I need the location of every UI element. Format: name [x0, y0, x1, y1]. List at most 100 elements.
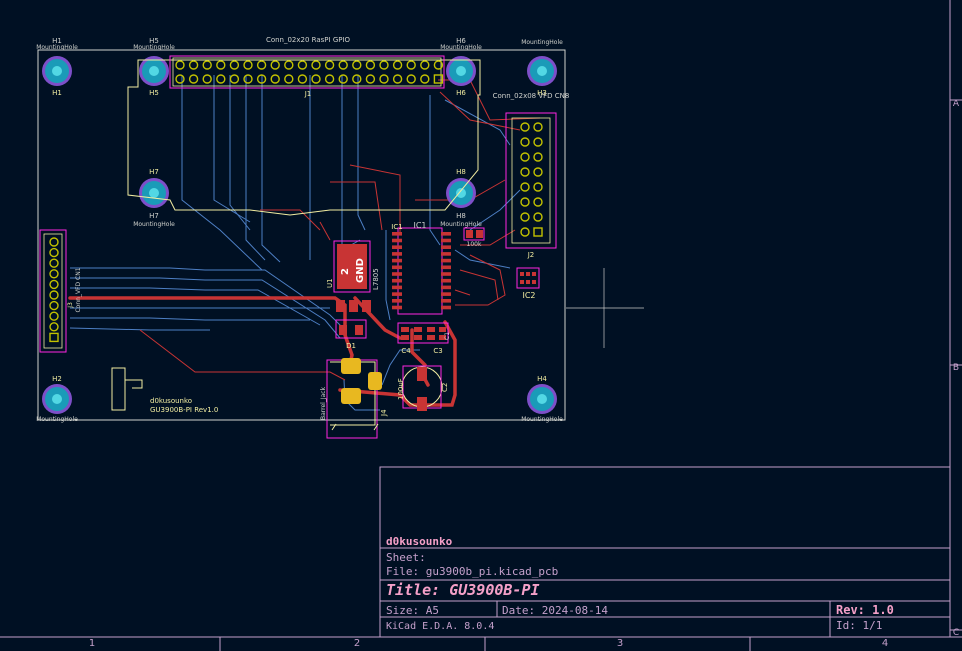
pad: [520, 227, 530, 237]
ic1-pad: [392, 252, 402, 256]
pad: [49, 258, 59, 268]
capacitor-c2-ref: C2: [441, 383, 449, 392]
pad: [175, 74, 185, 84]
pad: [202, 60, 212, 70]
mounting-hole-h8-value: MountingHole: [440, 221, 482, 228]
ic1-pad: [392, 278, 402, 283]
pad: [533, 227, 543, 237]
pad: [352, 60, 362, 70]
title-block-sheet: Sheet:: [386, 551, 426, 564]
title-block-tool: KiCad E.D.A. 8.0.4: [386, 621, 494, 632]
title-block-file: File: gu3900b_pi.kicad_pcb: [386, 565, 558, 578]
pad: [379, 74, 389, 84]
pad: [311, 74, 321, 84]
capacitor-c4-ref: C4: [401, 347, 411, 355]
pad: [49, 300, 59, 311]
pad: [520, 137, 530, 147]
capacitor-c3-ref: C3: [433, 347, 442, 355]
regulator-u1[interactable]: 2 GND U1 L7805: [326, 240, 380, 312]
title-block-rev: Rev: 1.0: [836, 603, 894, 617]
cn1-value: Conn_VFD CN1: [75, 267, 82, 312]
pad: [270, 74, 280, 84]
ic1-pad: [392, 272, 402, 276]
title-block-company: d0kusounko: [386, 535, 453, 548]
mounting-hole-h6[interactable]: H6 MountingHole H6: [440, 37, 482, 97]
pad: [49, 322, 59, 332]
frame-row-b: B: [953, 363, 959, 373]
pad: [392, 74, 403, 84]
capacitor-c2-value: 100uF: [397, 378, 405, 400]
barrel-jack-value: Barrel_Jack: [320, 386, 327, 420]
ic1-pad: [392, 265, 402, 270]
pad: [202, 74, 212, 84]
ic1-pad: [441, 232, 451, 236]
pad: [216, 60, 226, 70]
mounting-hole-h6-ref: H6: [456, 37, 466, 45]
board-edge: [37, 49, 566, 421]
frame-column-4: 4: [882, 638, 888, 649]
resistor-100k-value: 100k: [467, 241, 482, 248]
ic2-chip[interactable]: IC2: [516, 267, 540, 300]
connector-cn1[interactable]: Conn_VFD CN1 J3: [39, 229, 82, 353]
pad: [188, 60, 199, 70]
pad: [49, 237, 59, 247]
mounting-hole-h7-ref: H7: [149, 212, 159, 220]
pad: [433, 74, 444, 84]
pad: [49, 269, 59, 279]
ic1-pad: [392, 285, 402, 290]
barrel-jack-j4[interactable]: Barrel_Jack J4: [320, 358, 388, 439]
ic1-chip[interactable]: IC1 IC1: [391, 221, 451, 315]
ic1-pad: [441, 305, 451, 310]
mounting-hole-h2[interactable]: H2 MountingHole: [36, 375, 78, 423]
ic1-pad: [392, 258, 402, 263]
regulator-u1-ref: U1: [326, 278, 334, 288]
pad: [49, 279, 59, 290]
pad: [520, 197, 530, 207]
pad: [324, 60, 335, 70]
back-copper-traces: [69, 75, 521, 411]
pad: [533, 197, 543, 207]
mounting-hole-h5-silk: H5: [149, 89, 159, 97]
connector-j1-gpio[interactable]: Conn_02x20 RasPI GPIO J1: [169, 36, 445, 98]
frame-column-2: 2: [354, 638, 360, 649]
regulator-u1-value: L7805: [372, 268, 380, 290]
ic1-pad: [441, 292, 451, 296]
ic1-pad: [441, 245, 451, 249]
pad: [256, 74, 267, 84]
pad: [420, 74, 430, 84]
credit-line-1: d0kusounko: [150, 397, 192, 405]
resistor-100k[interactable]: 100k: [463, 227, 485, 248]
credit-silkscreen: d0kusounko GU3900B-PI Rev1.0: [111, 367, 218, 414]
capacitor-c2[interactable]: 100uF C2: [397, 365, 449, 411]
regulator-u1-pin: 2: [340, 268, 351, 275]
ic1-pad: [441, 258, 451, 263]
mounting-hole-h3[interactable]: MountingHole H3: [521, 39, 563, 97]
j1-ref: J1: [304, 90, 312, 98]
mounting-hole-h1-silk: H1: [52, 89, 62, 97]
capacitor-group[interactable]: C4 C3 C1: [397, 322, 451, 355]
pad: [520, 182, 530, 192]
pad: [433, 60, 444, 70]
cn1-pin-array: [49, 237, 59, 343]
mounting-hole-h1[interactable]: H1 MountingHole H1: [36, 37, 78, 97]
mounting-hole-h2-value: MountingHole: [36, 416, 78, 423]
pad: [352, 74, 362, 84]
frame-row-a: A: [953, 99, 960, 109]
pad: [533, 122, 543, 132]
mounting-hole-h3-silk: H3: [537, 89, 547, 97]
mounting-hole-h8[interactable]: H8 H8 MountingHole: [440, 168, 482, 228]
pad: [338, 74, 348, 84]
mounting-hole-h4[interactable]: H4 MountingHole: [521, 375, 563, 423]
pad: [270, 60, 280, 70]
mounting-hole-h6-silk: H6: [456, 89, 466, 97]
ic1-pad: [392, 299, 402, 303]
ic1-pad: [441, 278, 451, 283]
mounting-hole-h5[interactable]: H5 MountingHole H5: [133, 37, 175, 97]
connector-cn8[interactable]: Conn_02x08 VFD CN8 J2: [493, 92, 570, 259]
regulator-u1-pin-name: GND: [355, 258, 366, 283]
mounting-hole-h6-value: MountingHole: [440, 44, 482, 51]
diode-d1[interactable]: D1: [335, 319, 367, 350]
mounting-hole-h8-silk: H8: [456, 168, 466, 176]
pad: [365, 60, 376, 70]
